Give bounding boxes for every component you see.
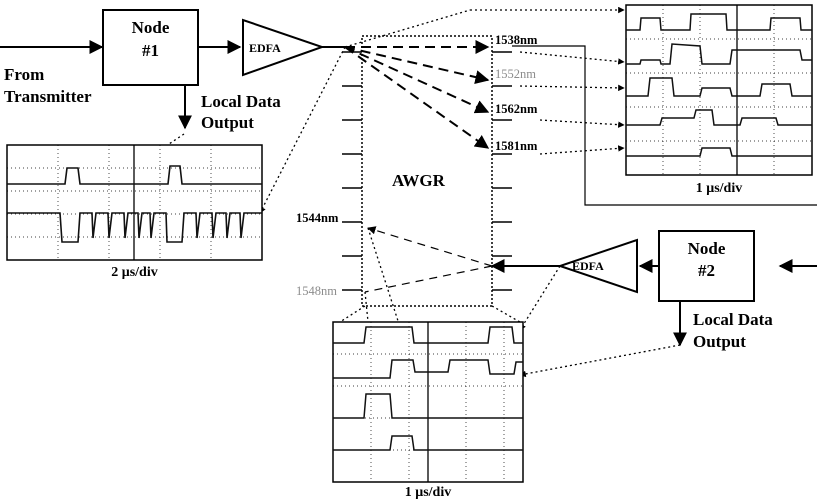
local-data-output-2-line2: Output — [693, 332, 746, 351]
edfa2-amplifier — [556, 238, 638, 294]
scope-bottom-caption: 1 μs/div — [404, 485, 452, 500]
node1-label-line2: #1 — [142, 41, 159, 60]
from-transmitter-line1: From — [4, 65, 45, 84]
node2-box — [658, 230, 755, 302]
awgr-left-ports — [342, 51, 362, 291]
scope-bottom — [332, 321, 524, 483]
from-transmitter-line2: Transmitter — [4, 87, 92, 106]
local-data-output-2-line1: Local Data — [693, 310, 773, 329]
wavelength-1552: 1552nm — [495, 67, 536, 81]
scope-left-caption: 2 μs/div — [111, 265, 158, 280]
wavelength-1544: 1544nm — [296, 211, 339, 225]
scope-topright-caption: 1 μs/div — [695, 181, 743, 196]
node1-label-line1: Node — [131, 18, 170, 37]
local-data-output-1-line2: Output — [201, 113, 254, 132]
node2-label-line2: #2 — [698, 261, 715, 280]
awgr-box — [361, 35, 493, 307]
awgr-right-ports — [492, 51, 512, 291]
node2-label-line1: Node — [687, 239, 726, 258]
routing-paths — [344, 40, 490, 149]
return-paths — [364, 226, 493, 293]
edfa1-label: EDFA — [249, 41, 281, 55]
local-data-output-1-line1: Local Data — [201, 92, 281, 111]
awgr-label: AWGR — [392, 171, 445, 190]
scope-top-right — [625, 4, 813, 176]
edfa2-label: EDFA — [572, 259, 604, 273]
scope-left — [6, 144, 263, 261]
edfa1-amplifier — [242, 18, 326, 77]
wavelength-1538: 1538nm — [495, 33, 538, 47]
wavelength-1581: 1581nm — [495, 139, 538, 153]
wavelength-1562: 1562nm — [495, 102, 538, 116]
wavelength-1548: 1548nm — [296, 284, 337, 298]
scope-frame-line — [512, 45, 817, 206]
